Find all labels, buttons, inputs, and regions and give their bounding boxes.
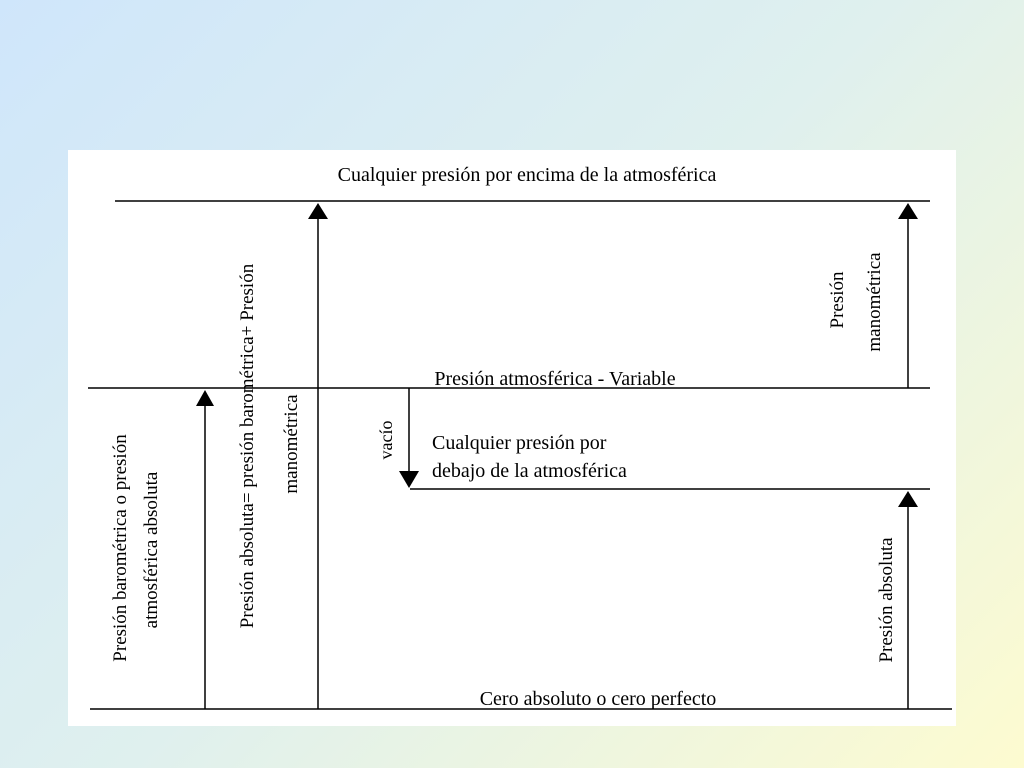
vacuum-label: vacío	[376, 421, 396, 460]
below-atmospheric-label-line1: Cualquier presión por	[432, 432, 607, 454]
atmospheric-label: Presión atmosférica - Variable	[434, 368, 675, 390]
absolute-sum-label-line2: manométrica	[281, 394, 302, 494]
gauge-label-line2: manométrica	[864, 252, 885, 352]
absolute-sum-label-line1: Presión absoluta= presión barométrica+ P…	[237, 263, 258, 628]
barometric-label-line1: Presión barométrica o presión	[110, 434, 131, 662]
absolute-zero-label: Cero absoluto o cero perfecto	[480, 688, 717, 710]
gauge-label-line1: Presión	[827, 271, 848, 329]
barometric-arrow-head	[196, 390, 214, 406]
top-pressure-label: Cualquier presión por encima de la atmos…	[338, 164, 717, 186]
absolute-label: Presión absoluta	[876, 537, 897, 663]
vacuum-arrow-head	[399, 471, 419, 488]
absolute-arrow-head	[898, 491, 918, 507]
absolute-sum-arrow-head	[308, 203, 328, 219]
gauge-arrow-head	[898, 203, 918, 219]
diagram-panel	[68, 150, 956, 726]
barometric-label-line2: atmosférica absoluta	[141, 471, 162, 628]
below-atmospheric-label-line2: debajo de la atmosférica	[432, 460, 627, 482]
